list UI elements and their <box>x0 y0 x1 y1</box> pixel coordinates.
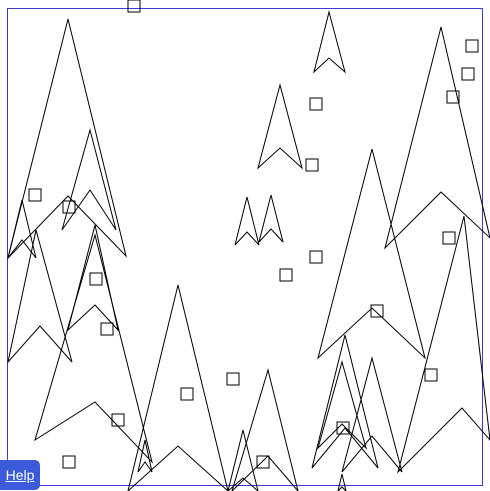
square-target[interactable] <box>111 413 125 427</box>
arrowhead-shape <box>317 148 426 360</box>
square-target[interactable] <box>279 268 293 282</box>
arrowhead-shape <box>311 334 379 469</box>
arrowhead-shape <box>341 356 403 473</box>
arrowhead-shape <box>384 26 490 250</box>
arrowhead-shape <box>7 199 37 259</box>
square-target[interactable] <box>336 421 350 435</box>
help-button[interactable]: Help <box>0 460 40 490</box>
square-target[interactable] <box>100 322 114 336</box>
square-target[interactable] <box>424 368 438 382</box>
square-target[interactable] <box>442 231 456 245</box>
arrowhead-shape <box>258 194 284 243</box>
arrowhead-shape <box>137 439 153 473</box>
square-target[interactable] <box>309 97 323 111</box>
square-target[interactable] <box>226 372 240 386</box>
arrowhead-shape <box>257 83 303 170</box>
square-target[interactable] <box>127 0 141 13</box>
square-target[interactable] <box>28 188 42 202</box>
square-target[interactable] <box>62 455 76 469</box>
arrowhead-shape <box>397 215 490 474</box>
arrowhead-shape <box>127 284 229 491</box>
arrowhead-shape <box>231 368 299 491</box>
square-target[interactable] <box>446 90 460 104</box>
arrowhead-shape <box>227 429 259 491</box>
arrowhead-shape <box>61 128 117 231</box>
square-target[interactable] <box>180 387 194 401</box>
canvas-frame <box>7 8 483 486</box>
square-target[interactable] <box>89 272 103 286</box>
square-target[interactable] <box>465 39 479 53</box>
arrowhead-shape <box>313 10 346 74</box>
square-target[interactable] <box>461 67 475 81</box>
square-target[interactable] <box>256 455 270 469</box>
square-target[interactable] <box>309 250 323 264</box>
arrowhead-shape <box>234 196 260 246</box>
arrowhead-shape <box>317 360 367 450</box>
arrowhead-shape <box>7 18 127 260</box>
square-target[interactable] <box>305 158 319 172</box>
arrowhead-shape <box>34 233 153 464</box>
arrowhead-shape <box>337 473 347 491</box>
square-target[interactable] <box>370 304 384 318</box>
square-target[interactable] <box>62 200 76 214</box>
arrowhead-shape <box>7 229 73 364</box>
